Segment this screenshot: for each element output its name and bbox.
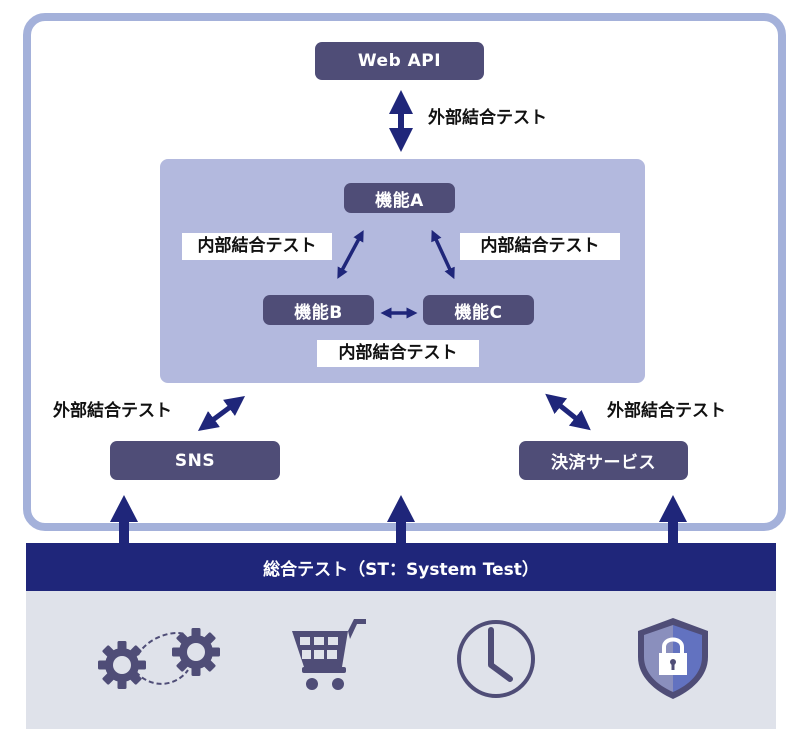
label-external-test-top: 外部結合テスト — [428, 108, 547, 128]
clock-icon — [457, 620, 535, 698]
label-internal-test-left: 内部結合テスト — [182, 233, 332, 260]
shield-lock-icon — [638, 618, 708, 699]
label-internal-test-bottom: 内部結合テスト — [317, 340, 479, 367]
system-test-band: 総合テスト（ST：System Test） — [26, 543, 776, 591]
node-sns: SNS — [110, 441, 280, 480]
node-web-api: Web API — [315, 42, 484, 80]
shopping-cart-icon — [292, 619, 366, 690]
label-external-test-right: 外部結合テスト — [607, 401, 726, 421]
node-function-c: 機能C — [423, 295, 534, 325]
label-internal-test-right: 内部結合テスト — [460, 233, 620, 260]
node-function-b: 機能B — [263, 295, 374, 325]
gears-icon — [98, 628, 220, 689]
node-function-a: 機能A — [344, 183, 455, 213]
system-test-title: 総合テスト（ST：System Test） — [263, 559, 539, 580]
node-payment-service: 決済サービス — [519, 441, 688, 480]
label-external-test-left: 外部結合テスト — [53, 401, 172, 421]
